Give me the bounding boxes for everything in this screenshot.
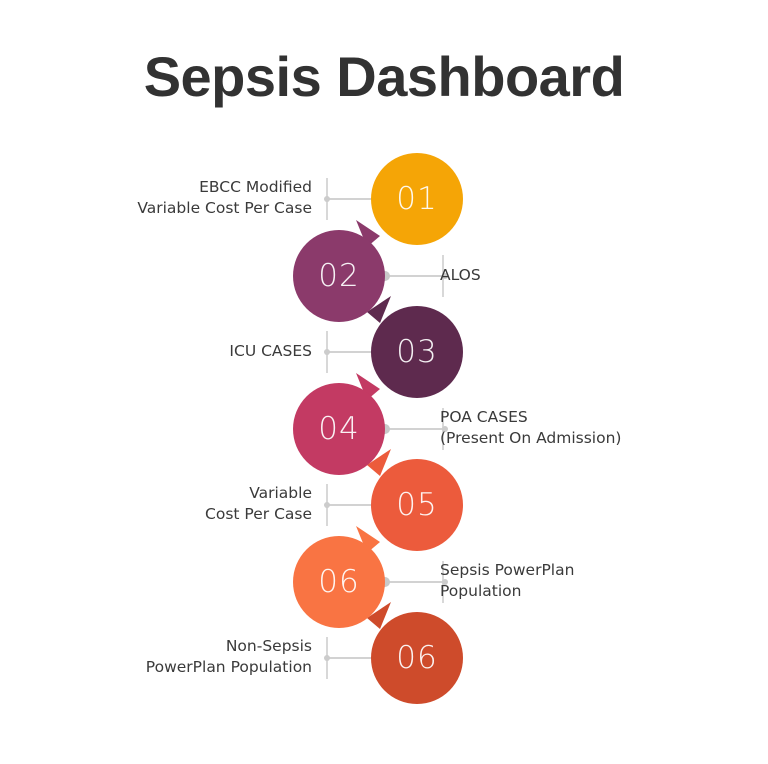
step-number: 05 xyxy=(396,487,438,523)
connector-dot-small xyxy=(442,272,448,279)
step-label: EBCC Modified Variable Cost Per Case xyxy=(137,178,312,217)
step-pointer-icon xyxy=(355,525,385,560)
connector-dot-small xyxy=(324,349,330,355)
step-pointer-icon xyxy=(362,602,392,636)
connector-line xyxy=(384,427,444,430)
step-number: 01 xyxy=(396,181,438,217)
step-pointer-icon xyxy=(362,449,392,483)
step-connector xyxy=(378,254,456,297)
step-circle[interactable]: 01 xyxy=(371,153,463,245)
connector-line xyxy=(326,198,386,200)
connector-line xyxy=(384,274,444,277)
step-label: POA CASES (Present On Admission) xyxy=(440,407,622,447)
step-label: ICU CASES xyxy=(229,342,312,360)
connector-dot-large xyxy=(380,423,390,434)
step-label: ALOS xyxy=(440,265,481,284)
step-number: 06 xyxy=(318,563,360,600)
step-number: 03 xyxy=(396,334,438,370)
connector-line xyxy=(384,580,444,583)
connector-dot-small xyxy=(324,502,330,508)
step-pointer-icon xyxy=(355,372,385,407)
connector-line xyxy=(326,351,386,353)
connector-line xyxy=(326,657,386,659)
page-title: Sepsis Dashboard xyxy=(143,45,625,108)
connector-line xyxy=(326,504,386,506)
connector-dot-small xyxy=(442,578,448,585)
step-circle[interactable]: 05 xyxy=(371,459,463,551)
step-connector xyxy=(378,407,456,450)
step-circle[interactable]: 06 xyxy=(293,535,385,628)
step-pointer-icon xyxy=(362,296,392,330)
step-number: 06 xyxy=(396,640,438,676)
connector-dot-small xyxy=(324,655,330,661)
step-circle[interactable]: 03 xyxy=(371,306,463,398)
step-connector xyxy=(378,560,456,603)
connector-dot-small xyxy=(442,425,448,432)
step-number: 02 xyxy=(318,257,360,294)
step-number: 04 xyxy=(318,410,360,447)
step-circle[interactable]: 02 xyxy=(293,229,385,322)
step-label: Variable Cost Per Case xyxy=(205,484,312,523)
connector-dot-large xyxy=(380,576,390,587)
step-label: Sepsis PowerPlan Population xyxy=(440,560,575,600)
connector-dot-small xyxy=(324,196,330,202)
step-pointer-icon xyxy=(355,219,385,254)
step-circle[interactable]: 06 xyxy=(371,612,463,704)
connector-dot-large xyxy=(380,270,390,281)
step-label: Non-Sepsis PowerPlan Population xyxy=(145,637,312,676)
step-circle[interactable]: 04 xyxy=(293,382,385,475)
